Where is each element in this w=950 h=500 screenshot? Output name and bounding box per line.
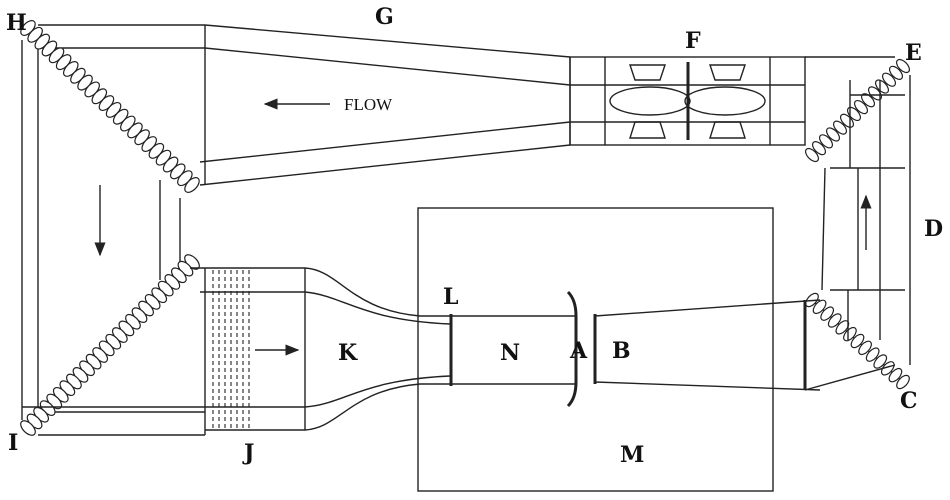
label-g: G: [375, 4, 394, 30]
label-k: K: [338, 340, 358, 366]
return-duct-right: [804, 56, 911, 391]
label-b: B: [612, 338, 631, 364]
corner-vanes-i: [20, 254, 200, 436]
label-m: M: [620, 442, 644, 468]
test-section-n: [449, 314, 576, 386]
flange-a: [566, 290, 578, 408]
settling-chamber-j: [22, 267, 305, 435]
label-n: N: [500, 340, 520, 366]
label-j: J: [242, 440, 254, 466]
corner-vanes-c: [805, 292, 910, 390]
label-e: E: [905, 40, 922, 66]
label-f: F: [685, 28, 701, 54]
label-i: I: [8, 430, 18, 456]
corner-vanes-h: [20, 20, 200, 193]
label-l: L: [443, 284, 458, 310]
corner-vanes-e: [804, 58, 911, 163]
settling-box-m: [417, 207, 774, 492]
label-a: A: [569, 338, 588, 364]
diffuser-b: [593, 299, 821, 391]
flow-label: FLOW: [344, 95, 393, 114]
contraction-k: [304, 267, 451, 431]
label-c: C: [900, 388, 918, 414]
return-duct-left: [21, 24, 205, 436]
fan-section-f: [569, 56, 806, 146]
label-d: D: [924, 216, 943, 242]
label-h: H: [6, 10, 27, 36]
